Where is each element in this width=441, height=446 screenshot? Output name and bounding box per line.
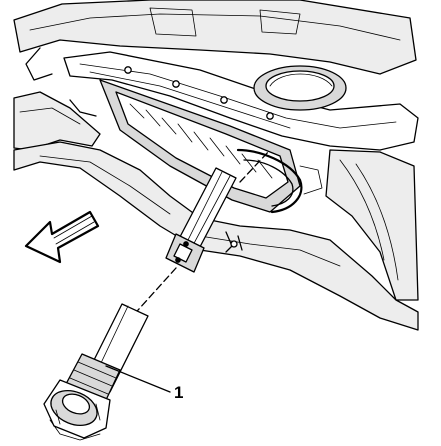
callout-1-label: 1 (174, 383, 183, 402)
direction-arrow-icon (24, 210, 100, 264)
driveshaft-boot (43, 303, 149, 441)
drive-shaft-assembly (119, 149, 271, 331)
floor-pan (13, 141, 419, 331)
callout-1: 1 (105, 365, 183, 402)
mounting-cavity (99, 79, 323, 214)
underbody-structure (13, 0, 419, 301)
